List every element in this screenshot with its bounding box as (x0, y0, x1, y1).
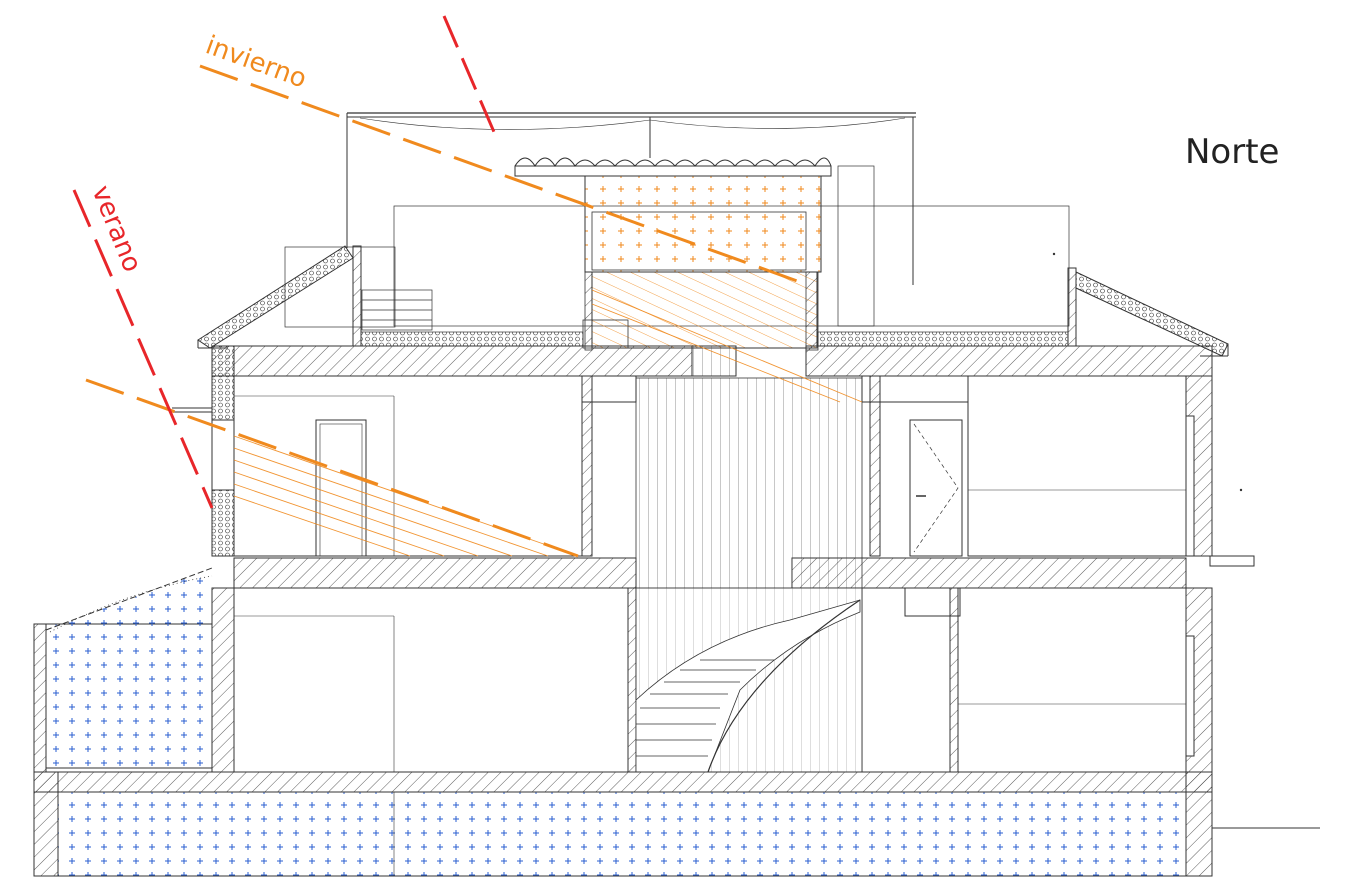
right-pitched-roof (1075, 271, 1229, 357)
left-pitched-roof (197, 245, 354, 349)
marker-dot (1239, 488, 1243, 492)
pavilion-roof-tiles (514, 157, 832, 177)
marker-dot (1052, 252, 1056, 256)
roof-slab (211, 345, 1213, 377)
upper-pavilion (582, 175, 822, 351)
roof-terrace (352, 245, 1077, 347)
summer-label: verano (86, 181, 148, 276)
north-label: Norte (1185, 132, 1279, 172)
stairwell (635, 377, 863, 773)
roof-pergola (284, 112, 1070, 328)
left-planter (33, 567, 213, 773)
foundation (33, 771, 1320, 877)
summer-sun-rays (72, 15, 496, 509)
